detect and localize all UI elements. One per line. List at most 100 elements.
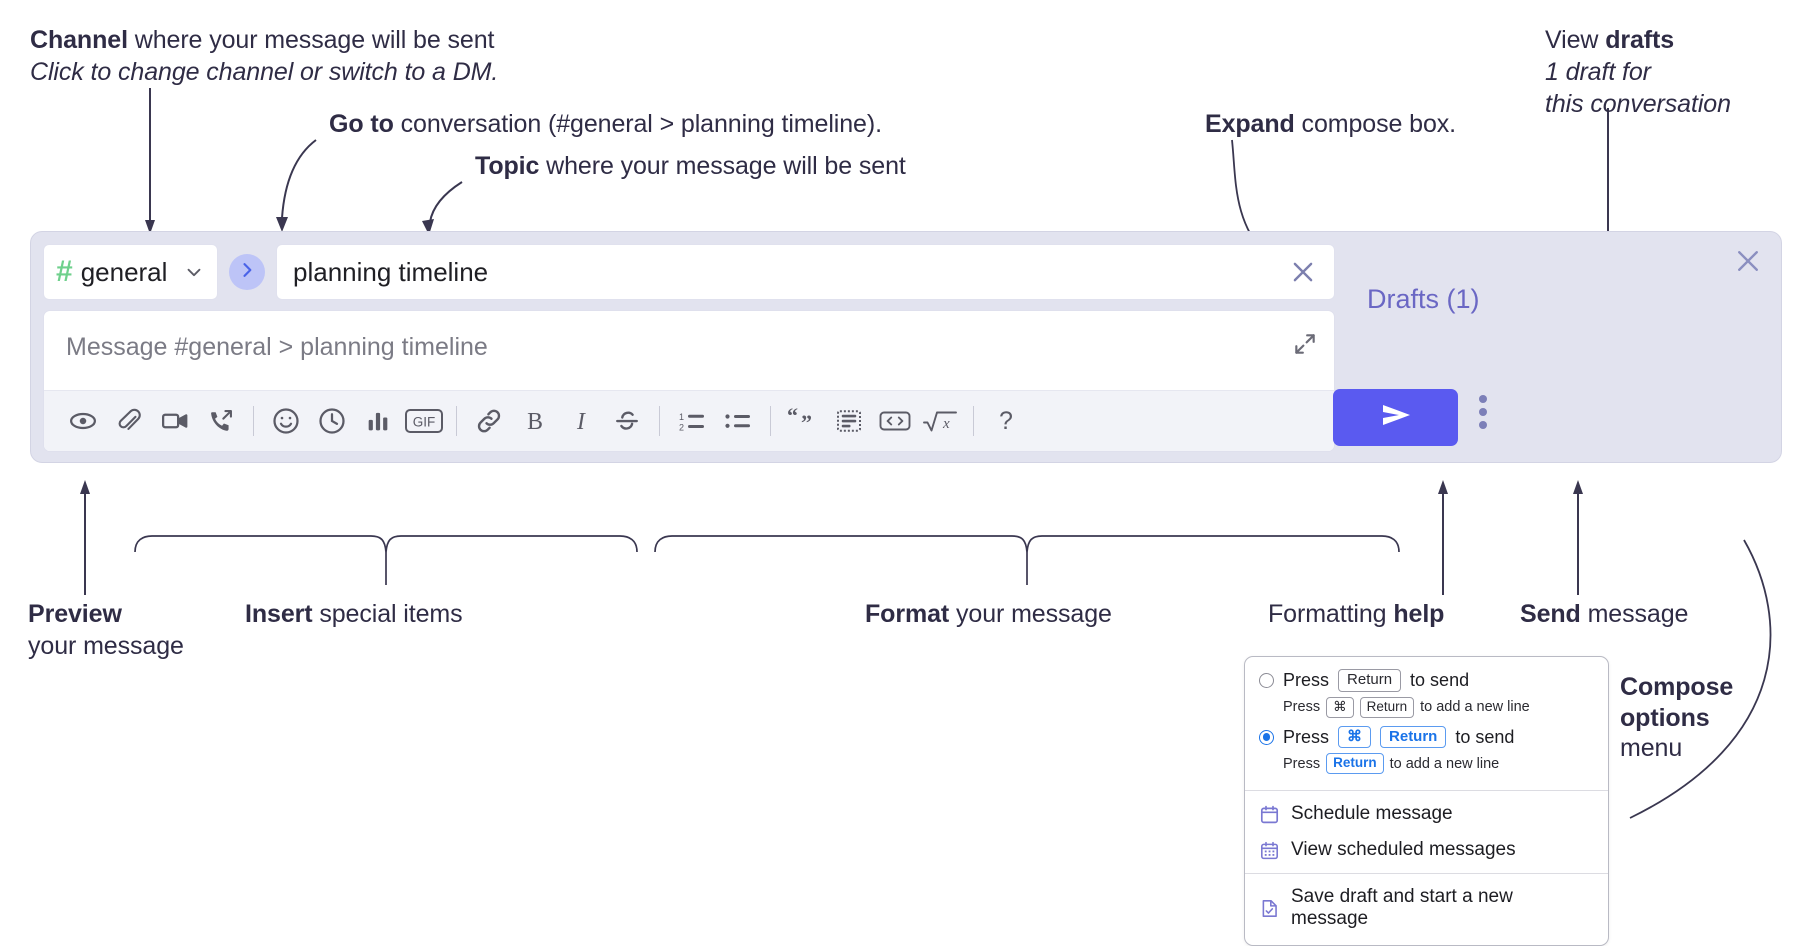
topic-input[interactable]: planning timeline xyxy=(276,244,1335,300)
svg-text:1: 1 xyxy=(679,412,684,422)
menu-item-schedule-label: Schedule message xyxy=(1291,803,1453,825)
svg-text:B: B xyxy=(527,409,543,435)
option2-post: to send xyxy=(1455,726,1515,747)
menu-divider xyxy=(1245,790,1608,792)
goto-conversation-button[interactable] xyxy=(229,254,265,290)
strikethrough-icon[interactable] xyxy=(604,398,650,444)
message-input-box[interactable]: Message #general > planning timeline xyxy=(43,310,1335,452)
toolbar-divider xyxy=(770,406,771,436)
menu-item-view-scheduled-label: View scheduled messages xyxy=(1291,839,1516,861)
option1-post: to send xyxy=(1410,669,1470,690)
svg-text:”: ” xyxy=(801,410,812,435)
blockquote-icon[interactable]: “ ” xyxy=(780,398,826,444)
send-option-return[interactable]: Press Return to send Press ⌘ Return to a… xyxy=(1245,667,1608,724)
annotation-format-rest: your message xyxy=(949,600,1112,628)
annotation-insert: Insert special items xyxy=(245,598,463,630)
preview-icon[interactable] xyxy=(60,398,106,444)
compose-inner: # general planning timeline xyxy=(43,244,1335,452)
drafts-link[interactable]: Drafts (1) xyxy=(1367,284,1480,314)
channel-name-label: general xyxy=(80,256,168,287)
video-camera-icon[interactable] xyxy=(152,398,198,444)
annotation-topic: Topic where your message will be sent xyxy=(475,150,906,182)
bar-chart-icon[interactable] xyxy=(355,398,401,444)
annotation-channel-sub: Click to change channel or switch to a D… xyxy=(30,58,499,86)
topic-value: planning timeline xyxy=(293,256,489,287)
annotation-drafts-pre: View xyxy=(1545,26,1606,54)
toolbar-divider xyxy=(253,406,254,436)
send-option-cmd-return[interactable]: Press ⌘ Return to send Press Return to a… xyxy=(1245,724,1608,781)
more-options-vertical-icon[interactable] xyxy=(1479,395,1487,429)
annotation-send-bold: Send xyxy=(1520,600,1581,628)
annotation-send-rest: message xyxy=(1580,600,1689,628)
annotation-topic-rest: where your message will be sent xyxy=(539,152,906,180)
radio-cmd-return[interactable] xyxy=(1259,729,1274,745)
attachment-icon[interactable] xyxy=(106,398,152,444)
option2-sub-post: to add a new line xyxy=(1389,755,1500,772)
option2-sub-key-return: Return xyxy=(1326,753,1384,775)
svg-text:2: 2 xyxy=(679,423,684,433)
math-sqrt-icon[interactable]: x xyxy=(918,398,964,444)
annotation-drafts-bold: drafts xyxy=(1605,26,1675,54)
annotation-drafts-sub1: 1 draft for xyxy=(1545,58,1651,86)
calendar-schedule-icon xyxy=(1259,804,1280,825)
ordered-list-icon[interactable]: 1 2 xyxy=(669,398,715,444)
clock-icon[interactable] xyxy=(309,398,355,444)
annotation-drafts: View drafts 1 draft for this conversatio… xyxy=(1545,24,1731,120)
code-block-icon[interactable] xyxy=(826,398,872,444)
calendar-grid-icon xyxy=(1259,840,1280,861)
send-shortcut-options: Press Return to send Press ⌘ Return to a… xyxy=(1245,657,1608,790)
annotation-insert-rest: special items xyxy=(312,600,463,628)
annotation-send: Send message xyxy=(1520,598,1688,630)
annotation-help-bold: help xyxy=(1393,600,1445,628)
topic-clear-icon[interactable] xyxy=(1288,257,1318,287)
option2-key-return: Return xyxy=(1380,725,1447,749)
annotation-goto-bold: Go to xyxy=(329,110,394,138)
annotation-preview-bold: Preview xyxy=(28,600,122,628)
send-button[interactable] xyxy=(1333,389,1458,446)
annotation-compose-opts-l1: Compose xyxy=(1620,673,1734,701)
compose-header-row: # general planning timeline xyxy=(43,244,1335,300)
annotation-insert-bold: Insert xyxy=(245,600,313,628)
menu-divider xyxy=(1245,873,1608,875)
svg-text:GIF: GIF xyxy=(413,415,436,430)
annotation-preview-line2: your message xyxy=(28,632,184,660)
save-draft-icon xyxy=(1259,898,1280,919)
compose-options-menu: Press Return to send Press ⌘ Return to a… xyxy=(1244,656,1609,946)
toolbar-divider xyxy=(659,406,660,436)
annotation-help-pre: Formatting xyxy=(1268,600,1394,628)
menu-item-save-draft[interactable]: Save draft and start a new message xyxy=(1245,879,1608,937)
formatting-toolbar: GIF B I xyxy=(44,390,1334,451)
svg-text:x: x xyxy=(942,416,950,432)
bulleted-list-icon[interactable] xyxy=(715,398,761,444)
annotation-expand-bold: Expand xyxy=(1205,110,1295,138)
inline-code-icon[interactable] xyxy=(872,398,918,444)
hash-icon: # xyxy=(56,255,73,288)
chevron-down-icon xyxy=(183,261,205,283)
help-question-icon[interactable]: ? xyxy=(983,398,1029,444)
radio-return[interactable] xyxy=(1259,672,1274,688)
option1-sub-post: to add a new line xyxy=(1420,699,1530,716)
annotation-compose-opts-l3: menu xyxy=(1620,734,1683,762)
svg-text:I: I xyxy=(576,409,586,435)
menu-item-view-scheduled[interactable]: View scheduled messages xyxy=(1245,832,1608,868)
bold-icon[interactable]: B xyxy=(512,398,558,444)
phone-forward-icon[interactable] xyxy=(198,398,244,444)
expand-icon[interactable] xyxy=(1292,331,1318,357)
option1-sub-pre: Press xyxy=(1283,699,1321,716)
option1-sub-key-cmd: ⌘ xyxy=(1326,696,1354,718)
emoji-smiley-icon[interactable] xyxy=(263,398,309,444)
option2-sub-pre: Press xyxy=(1283,755,1321,772)
panel-close-icon[interactable] xyxy=(1733,246,1763,276)
annotation-compose-opts-l2: options xyxy=(1620,703,1710,732)
menu-item-schedule-message[interactable]: Schedule message xyxy=(1245,796,1608,832)
svg-text:“: “ xyxy=(787,406,798,428)
italic-icon[interactable]: I xyxy=(558,398,604,444)
annotation-drafts-sub2: this conversation xyxy=(1545,90,1731,118)
channel-selector-button[interactable]: # general xyxy=(43,244,218,300)
option1-pre: Press xyxy=(1283,669,1330,690)
annotation-channel-bold: Channel xyxy=(30,26,128,54)
annotation-topic-bold: Topic xyxy=(475,152,540,180)
chevron-right-icon xyxy=(237,260,257,285)
gif-icon[interactable]: GIF xyxy=(401,398,447,444)
link-icon[interactable] xyxy=(466,398,512,444)
